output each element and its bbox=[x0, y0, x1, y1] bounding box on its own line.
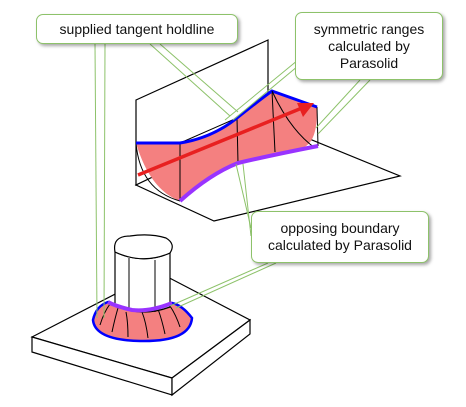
callout-symmetric-ranges: symmetric ranges calculated by Parasolid bbox=[295, 12, 443, 80]
callout-text-line: calculated by Parasolid bbox=[268, 237, 412, 253]
callout-text-line: opposing boundary bbox=[280, 220, 400, 236]
callout-supplied-tangent-holdline: supplied tangent holdline bbox=[36, 14, 238, 44]
lower-part-illustration bbox=[30, 234, 252, 397]
symmetric-end-arc bbox=[271, 90, 316, 149]
boss-body bbox=[114, 251, 171, 313]
opposing-boundary-edge bbox=[178, 144, 319, 203]
boss-opposing-boundary bbox=[107, 300, 173, 313]
leader-lines bbox=[94, 43, 371, 319]
callout-text-line: calculated by bbox=[328, 37, 410, 54]
callout-opposing-boundary: opposing boundary calculated by Parasoli… bbox=[251, 211, 429, 263]
upper-blend-illustration bbox=[134, 39, 402, 222]
callout-text-line: Parasolid bbox=[339, 54, 399, 71]
callout-text-line: symmetric ranges bbox=[313, 20, 425, 37]
base-slab-side bbox=[171, 318, 251, 397]
direction-arrow bbox=[137, 103, 314, 177]
callout-text-line: supplied tangent holdline bbox=[59, 20, 215, 37]
holdline-edge bbox=[136, 89, 318, 145]
boss-top bbox=[113, 234, 173, 260]
